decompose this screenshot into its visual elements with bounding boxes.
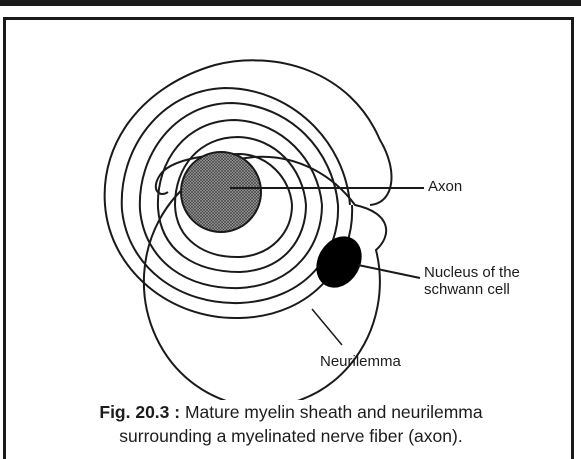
nucleus-pointer [358, 265, 420, 278]
nucleus-label-line2: schwann cell [424, 281, 520, 298]
axon-core [181, 152, 261, 232]
myelin-sheath-diagram [0, 0, 581, 400]
schwann-nucleus [307, 228, 370, 296]
neurilemma-pointer [312, 309, 342, 345]
figure-caption: Fig. 20.3 : Mature myelin sheath and neu… [8, 400, 574, 448]
figure-number: Fig. 20.3 : [99, 402, 180, 422]
caption-line2: surrounding a myelinated nerve fiber (ax… [8, 424, 574, 448]
nucleus-label: Nucleus of the schwann cell [424, 264, 520, 298]
caption-line1: Fig. 20.3 : Mature myelin sheath and neu… [8, 400, 574, 424]
neurilemma-label: Neurilemma [320, 353, 401, 370]
axon-label: Axon [428, 178, 462, 195]
nucleus-label-line1: Nucleus of the [424, 264, 520, 281]
caption-line1-text: Mature myelin sheath and neurilemma [185, 402, 483, 422]
